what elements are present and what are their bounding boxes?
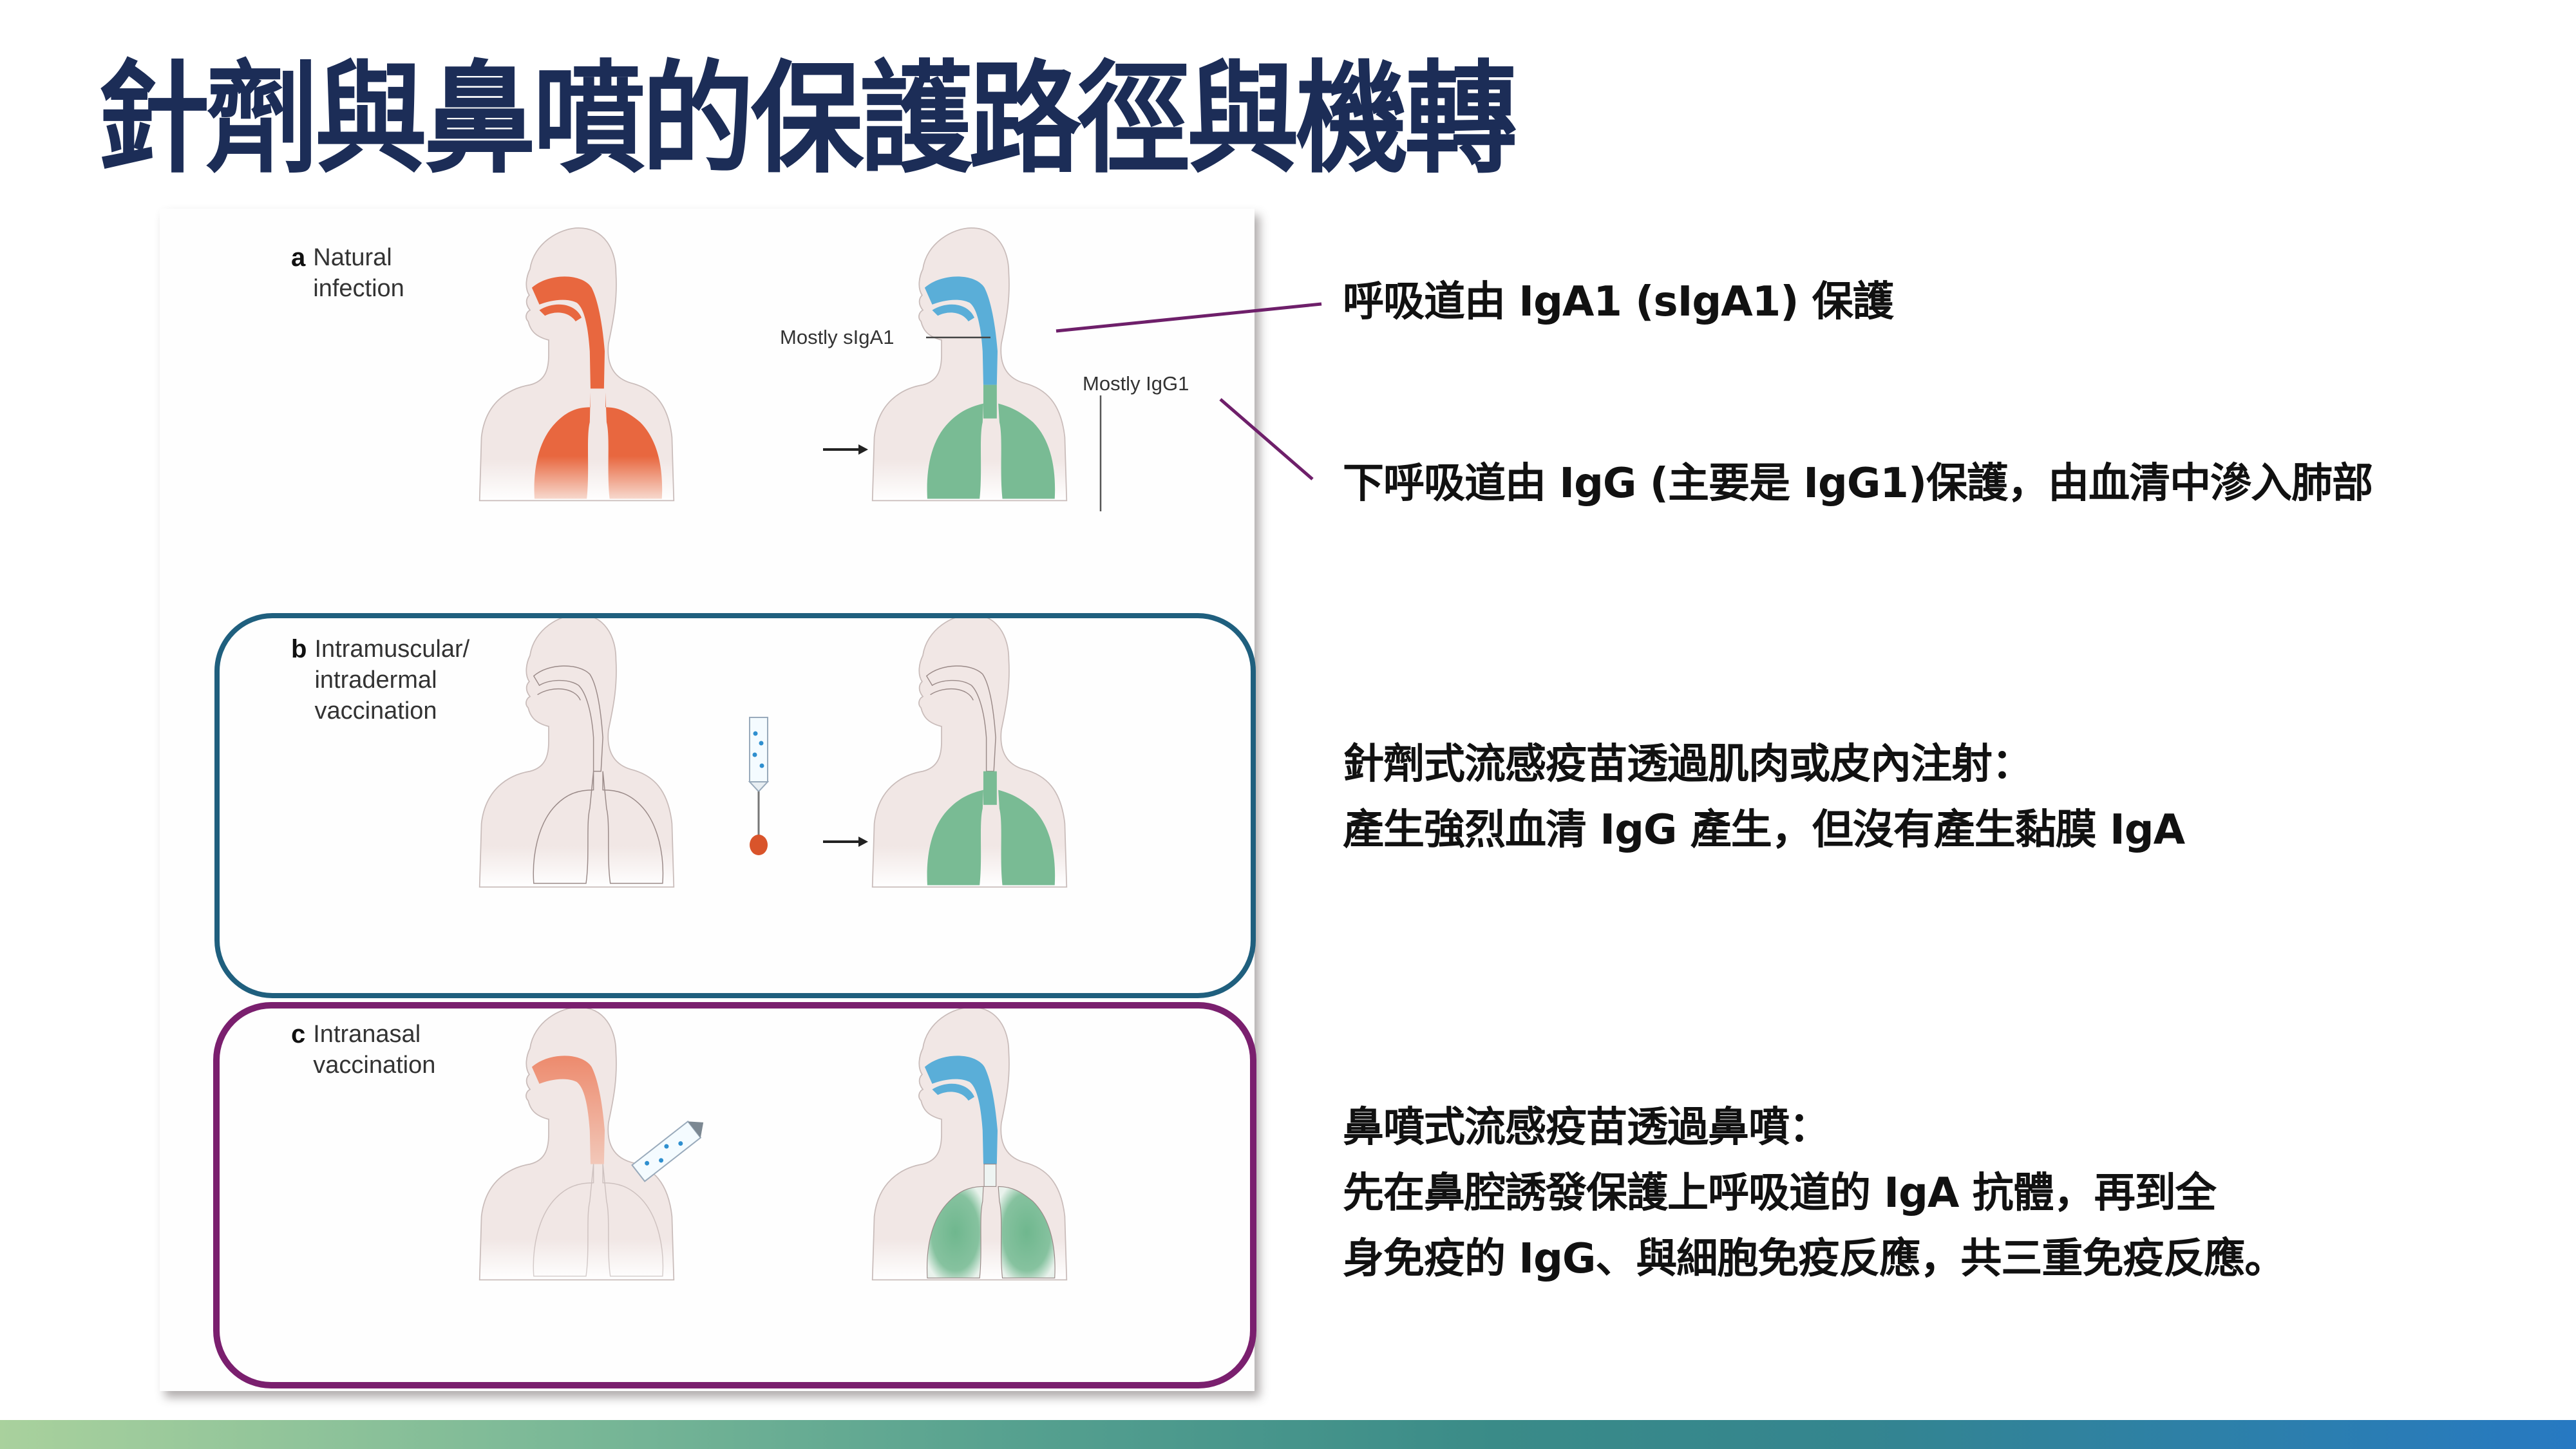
note-line: 針劑式流感疫苗透過肌肉或皮內注射： [1343, 741, 2033, 788]
panel-a-letter: a [291, 243, 306, 272]
arrow-icon-a [823, 444, 868, 455]
syringe-icon [748, 717, 770, 855]
footer-gradient-bar [0, 1420, 2576, 1449]
note-upper-airway: 呼吸道由 IgA1 (sIgA1) 保護 [1343, 269, 1894, 335]
note-injection: 針劑式流感疫苗透過肌肉或皮內注射： 產生強烈血清 IgG 產生，但沒有產生黏膜 … [1343, 732, 2185, 863]
arrow-icon-b [823, 837, 868, 847]
panel-a-protected-figure [871, 227, 1068, 502]
note-line: 鼻噴式流感疫苗透過鼻噴： [1343, 1104, 1830, 1151]
panel-b-protected-figure [871, 614, 1068, 888]
note-line: 產生強烈血清 IgG 產生，但沒有產生黏膜 IgA [1343, 806, 2185, 854]
slide-title: 針劑與鼻噴的保護路徑與機轉 [97, 49, 1517, 190]
panel-c-letter: c [291, 1020, 306, 1048]
note-line: 呼吸道由 IgA1 (sIgA1) 保護 [1343, 278, 1894, 326]
panel-b-frame [214, 613, 1256, 998]
panel-c-text: Intranasal vaccination [313, 1021, 436, 1079]
nasal-spray-icon [631, 1120, 704, 1182]
panel-c-frame [213, 1002, 1256, 1388]
panel-a-text: Natural infection [313, 244, 404, 302]
note-lower-airway: 下呼吸道由 IgG (主要是 IgG1)保護，由血清中滲入肺部 [1343, 451, 2373, 516]
note-intranasal: 鼻噴式流感疫苗透過鼻噴： 先在鼻腔誘發保護上呼吸道的 IgA 抗體，再到全 身免… [1343, 1095, 2286, 1292]
respiratory-diagrams [478, 227, 1102, 1281]
panel-c-spray-figure [478, 1007, 675, 1281]
note-line: 先在鼻腔誘發保護上呼吸道的 IgA 抗體，再到全 [1343, 1170, 2217, 1217]
note-line: 下呼吸道由 IgG (主要是 IgG1)保護，由血清中滲入肺部 [1343, 460, 2373, 507]
panel-b-text: Intramuscular/ intradermal vaccination [314, 636, 470, 724]
annotation-siga1: Mostly sIgA1 [780, 326, 895, 348]
panel-c-protected-figure [871, 1007, 1068, 1281]
panel-a-infected-figure [478, 227, 675, 502]
note-line: 身免疫的 IgG、與細胞免疫反應，共三重免疫反應。 [1343, 1235, 2286, 1283]
panel-b-letter: b [291, 635, 307, 663]
annotation-igg1: Mostly IgG1 [1083, 372, 1189, 395]
